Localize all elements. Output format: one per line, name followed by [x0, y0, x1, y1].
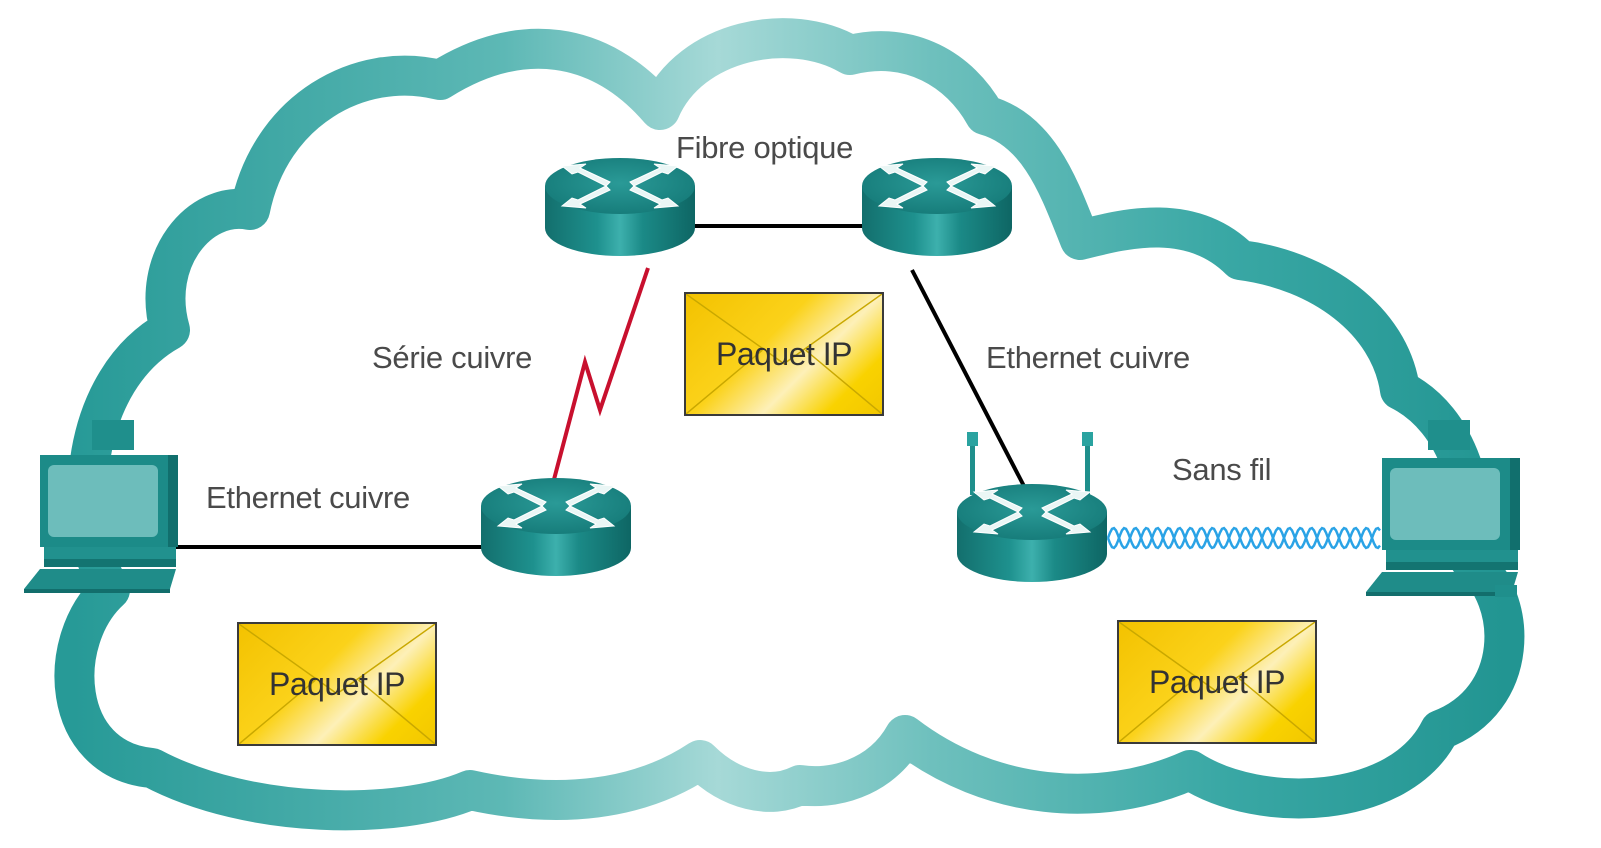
label-ethernet-cuivre-right: Ethernet cuivre: [986, 340, 1190, 375]
ip-packet-envelope-left: Paquet IP: [237, 622, 437, 746]
link-ethernet-right: [910, 269, 1028, 491]
packet-label: Paquet IP: [715, 336, 853, 372]
link-wireless: [1106, 526, 1381, 550]
cloud-outline: [54, 18, 1525, 831]
label-sans-fil: Sans fil: [1172, 452, 1272, 487]
pc-right: [1366, 420, 1520, 597]
envelope-icon: [239, 624, 435, 744]
packet-label: Paquet IP: [1148, 664, 1286, 700]
label-serie-cuivre: Série cuivre: [372, 340, 533, 375]
wireless-antenna-icon: [967, 432, 1093, 495]
label-ethernet-cuivre-left: Ethernet cuivre: [206, 480, 410, 515]
label-fibre-optique: Fibre optique: [676, 130, 854, 165]
link-wireless-phase: [1106, 526, 1381, 550]
wireless-router: [956, 483, 1108, 583]
envelope-icon: [1119, 622, 1315, 742]
link-serial: [550, 267, 650, 488]
router-bottom-left: [480, 477, 632, 577]
router-top-right: [861, 157, 1013, 257]
ip-packet-envelope-center: Paquet IP: [684, 292, 884, 416]
pc-left: [24, 420, 178, 593]
ip-packet-envelope-right: Paquet IP: [1117, 620, 1317, 744]
envelope-icon: [686, 294, 882, 414]
packet-label: Paquet IP: [268, 666, 406, 702]
router-top-left: [544, 157, 696, 257]
